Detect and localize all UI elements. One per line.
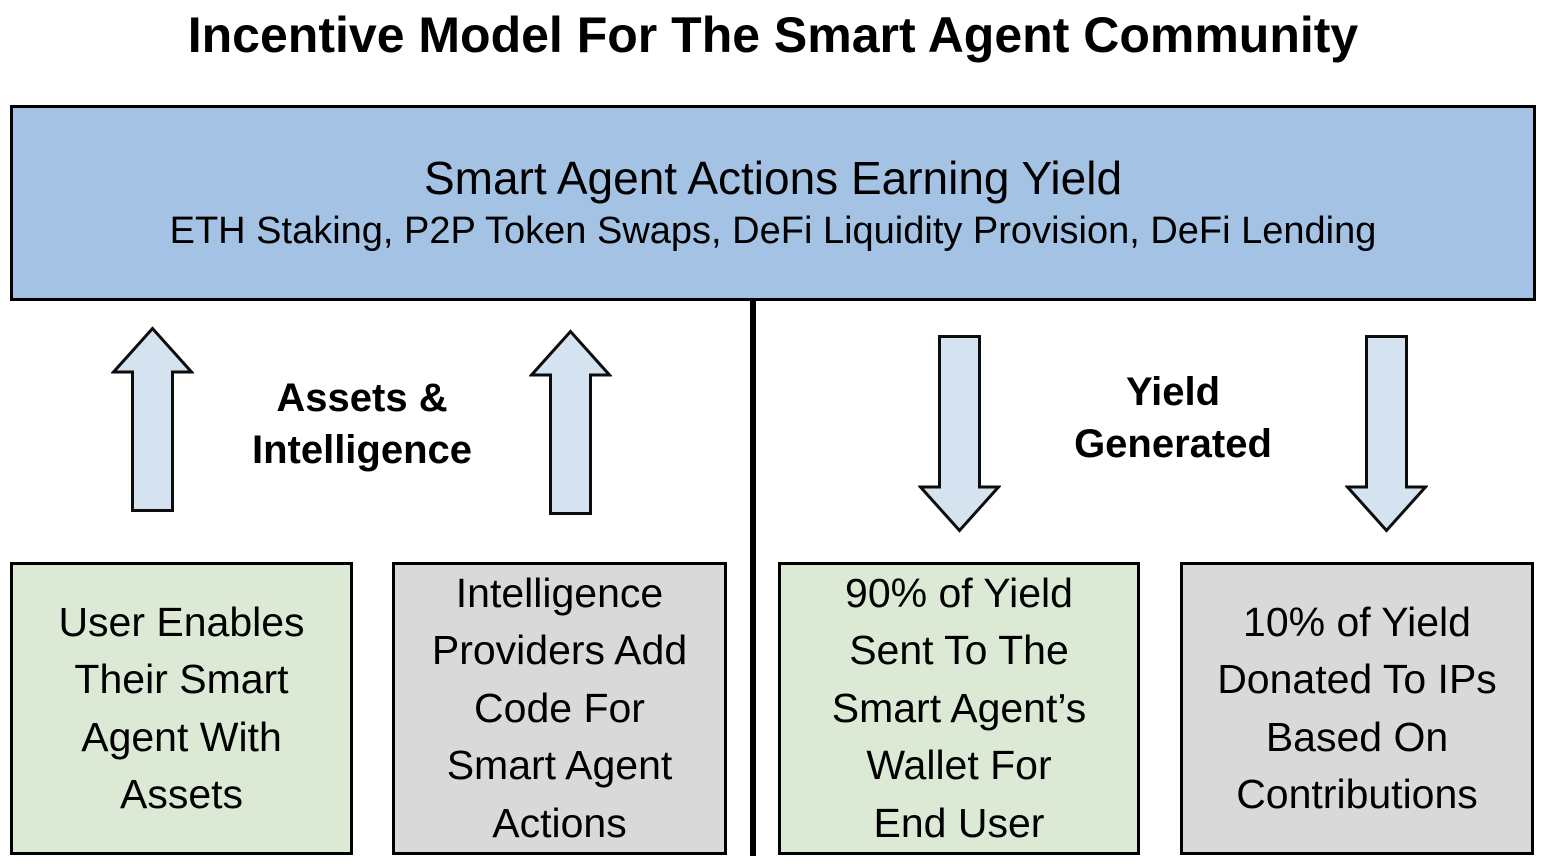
flow-label-line: Generated (1074, 422, 1272, 466)
yield-generated-label: Yield Generated (1000, 366, 1346, 470)
top-box-subheading: ETH Staking, P2P Token Swaps, DeFi Liqui… (169, 210, 1377, 253)
box-text-line: Code For (474, 684, 645, 731)
box-text-line: Providers Add (431, 627, 688, 674)
box-text-line: 90% of Yield (845, 570, 1073, 617)
box-text-line: 10% of Yield (1243, 598, 1471, 645)
top-box-heading: Smart Agent Actions Earning Yield (423, 151, 1123, 204)
box-text-line: Their Smart (74, 656, 289, 703)
flow-label-line: Yield (1125, 370, 1221, 414)
center-divider-line (750, 301, 756, 856)
yield-to-ips-box: 10% of Yield Donated To IPs Based On Con… (1180, 562, 1534, 855)
box-text-line: Donated To IPs (1217, 656, 1497, 703)
flow-label-line: Assets & (276, 376, 448, 420)
smart-agent-actions-box: Smart Agent Actions Earning Yield ETH St… (10, 105, 1536, 301)
box-text-line: Wallet For (866, 742, 1052, 789)
user-assets-box: User Enables Their Smart Agent With Asse… (10, 562, 353, 855)
box-text-line: Contributions (1236, 770, 1478, 817)
diagram-title: Incentive Model For The Smart Agent Comm… (187, 7, 1359, 63)
down-arrow-icon (1345, 335, 1428, 533)
box-text-line: Intelligence (455, 570, 664, 617)
up-arrow-icon (111, 326, 194, 512)
intelligence-providers-box: Intelligence Providers Add Code For Smar… (392, 562, 727, 855)
box-text-line: Smart Agent (446, 742, 673, 789)
box-text-line: Actions (492, 799, 627, 846)
box-text-line: Agent With (81, 713, 282, 760)
yield-to-user-box: 90% of Yield Sent To The Smart Agent’s W… (778, 562, 1140, 855)
up-arrow-icon (529, 329, 612, 515)
box-text-line: Based On (1265, 713, 1449, 760)
box-text-line: User Enables (58, 598, 305, 645)
assets-intelligence-label: Assets & Intelligence (192, 372, 532, 476)
down-arrow-icon (918, 335, 1001, 533)
box-text-line: Assets (119, 770, 244, 817)
box-text-line: End User (873, 799, 1045, 846)
box-text-line: Sent To The (849, 627, 1069, 674)
flow-label-line: Intelligence (251, 428, 473, 472)
box-text-line: Smart Agent’s (831, 684, 1087, 731)
